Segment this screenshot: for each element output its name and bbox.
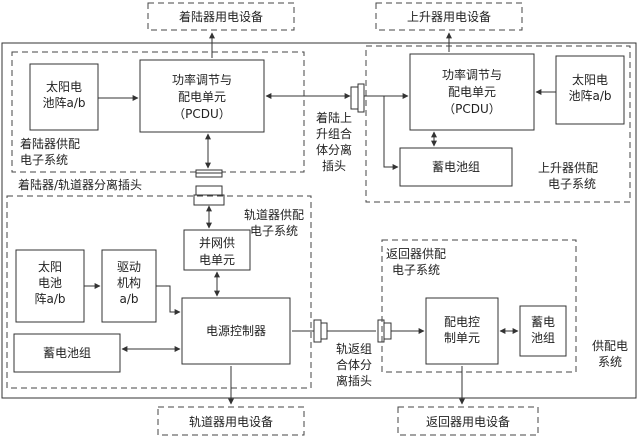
lander-subsystem-frame: [11, 51, 305, 173]
svg-text:机构: 机构: [117, 275, 141, 290]
svg-text:蓄电池组: 蓄电池组: [432, 160, 480, 174]
svg-text:配电单元: 配电单元: [448, 85, 496, 99]
orbiter-returner-plug-right: [377, 319, 392, 343]
orbiter-subsystem-frame: [6, 195, 312, 389]
orbiter-returner-plug-label: 轨返组 合体分 离插头: [336, 342, 372, 388]
svg-text:并网供: 并网供: [199, 236, 235, 250]
overall-system-label: 供配电 系统: [592, 339, 628, 369]
svg-text:系统: 系统: [598, 355, 622, 369]
lander-ascender-plug: [350, 83, 365, 113]
svg-text:上升器供配: 上升器供配: [538, 161, 598, 175]
lander-pcdu: 功率调节与 配电单元 （PCDU）: [139, 59, 265, 133]
svg-text:体分离: 体分离: [316, 142, 352, 157]
lander-ascender-plug-label: 着陆上 升组合 体分离 插头: [316, 110, 352, 173]
svg-text:电子系统: 电子系统: [392, 263, 440, 277]
svg-text:电子系统: 电子系统: [250, 224, 298, 238]
svg-text:供配电: 供配电: [592, 339, 628, 353]
svg-text:池阵a/b: 池阵a/b: [568, 89, 611, 103]
lander-equipment-box: 着陆器用电设备: [147, 2, 295, 31]
svg-text:轨道器供配: 轨道器供配: [244, 208, 304, 222]
svg-text:功率调节与: 功率调节与: [172, 72, 232, 87]
ascender-solar-array: 太阳电 池阵a/b: [555, 55, 625, 125]
lander-equipment-label: 着陆器用电设备: [179, 9, 263, 24]
svg-text:电源控制器: 电源控制器: [206, 324, 266, 338]
svg-text:太阳电: 太阳电: [46, 79, 82, 94]
svg-text:蓄电: 蓄电: [531, 315, 555, 329]
svg-text:太阳电: 太阳电: [572, 72, 608, 87]
svg-text:合体分: 合体分: [336, 357, 372, 372]
svg-text:a/b: a/b: [119, 292, 138, 306]
svg-text:蓄电池组: 蓄电池组: [43, 346, 91, 360]
svg-text:电池: 电池: [38, 276, 62, 290]
returner-subsystem-frame: [381, 239, 577, 373]
lander-system-label: 着陆器供配 电子系统: [20, 136, 80, 167]
returner-equipment-box: 返回器用电设备: [397, 406, 539, 436]
ascender-battery: 蓄电池组: [399, 147, 513, 187]
returner-equipment-label: 返回器用电设备: [426, 415, 510, 429]
orbiter-solar-array: 太阳 电池 阵a/b: [15, 249, 85, 323]
svg-text:着陆器供配: 着陆器供配: [20, 136, 80, 151]
svg-text:插头: 插头: [322, 159, 346, 173]
drive-to-controller-arrow: [156, 285, 181, 315]
svg-text:返回器供配: 返回器供配: [386, 247, 446, 261]
ascender-system-label: 上升器供配 电子系统: [538, 161, 598, 191]
svg-text:池组: 池组: [531, 331, 555, 345]
lander-solar-array: 太阳电 池阵a/b: [29, 63, 99, 131]
svg-text:离插头: 离插头: [336, 373, 372, 388]
orbiter-battery: 蓄电池组: [13, 333, 121, 373]
plug-to-ascender-battery-line: [383, 96, 399, 170]
returner-system-label: 返回器供配 电子系统: [386, 247, 446, 277]
ascender-pcdu: 功率调节与 配电单元 （PCDU）: [409, 53, 535, 131]
svg-text:电子系统: 电子系统: [20, 153, 68, 167]
ascender-equipment-box: 上升器用电设备: [375, 2, 523, 31]
orbiter-power-controller: 电源控制器: [181, 297, 291, 365]
orbiter-equipment-box: 轨道器用电设备: [157, 406, 305, 436]
svg-text:电子系统: 电子系统: [548, 177, 596, 191]
svg-text:配电控: 配电控: [444, 315, 480, 329]
orbiter-grid-unit: 并网供 电单元: [183, 229, 251, 271]
returner-control-unit: 配电控 制单元: [425, 297, 499, 365]
orbiter-equipment-label: 轨道器用电设备: [189, 415, 273, 429]
svg-text:配电单元: 配电单元: [178, 90, 226, 104]
svg-text:池阵a/b: 池阵a/b: [42, 96, 85, 110]
overall-system-frame: [1, 42, 637, 399]
returner-battery: 蓄电 池组: [519, 305, 567, 357]
svg-text:轨返组: 轨返组: [336, 342, 372, 356]
ascender-subsystem-frame: [365, 45, 631, 203]
svg-text:阵a/b: 阵a/b: [34, 292, 65, 306]
svg-text:电单元: 电单元: [199, 253, 235, 267]
svg-text:升组合: 升组合: [316, 126, 352, 141]
ascender-equipment-label: 上升器用电设备: [407, 10, 491, 24]
lander-orbiter-plug: [193, 169, 225, 206]
svg-text:制单元: 制单元: [444, 331, 480, 345]
svg-text:驱动: 驱动: [117, 260, 141, 274]
svg-text:（PCDU）: （PCDU）: [173, 107, 231, 121]
svg-text:（PCDU）: （PCDU）: [443, 102, 501, 116]
svg-text:功率调节与: 功率调节与: [442, 67, 502, 82]
lander-orbiter-plug-label: 着陆器/轨道器分离插头: [18, 177, 142, 192]
svg-text:太阳: 太阳: [38, 259, 62, 274]
svg-text:着陆上: 着陆上: [316, 110, 352, 125]
orbiter-drive-mechanism: 驱动 机构 a/b: [101, 249, 157, 323]
orbiter-system-label: 轨道器供配 电子系统: [244, 208, 304, 238]
orbiter-returner-plug-left: [313, 319, 328, 343]
